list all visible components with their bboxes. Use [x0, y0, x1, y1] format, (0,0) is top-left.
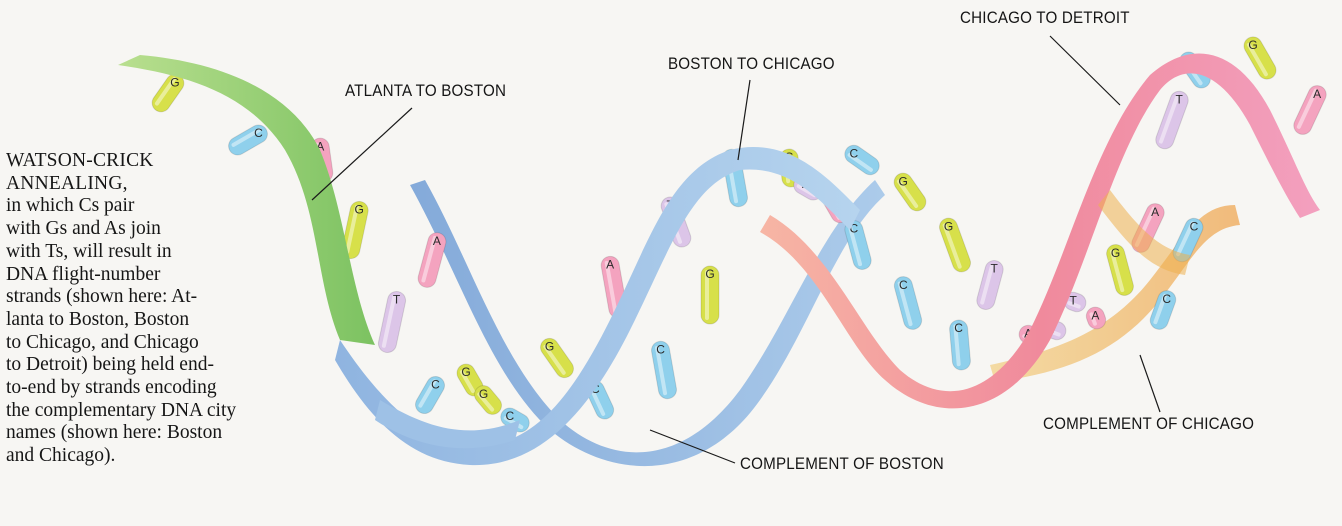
base-G-cylinder: G: [891, 170, 930, 215]
caption-line: strands (shown here: At-: [6, 286, 296, 309]
base-G-cylinder: G: [1241, 33, 1280, 82]
base-T-cylinder: T: [1153, 89, 1190, 152]
base-G-cylinder: G: [1105, 243, 1136, 298]
caption-line: to-end by strands encoding: [6, 377, 296, 400]
base-C-cylinder: C: [892, 275, 923, 332]
base-letter: C: [1162, 292, 1171, 306]
base-T-cylinder: T: [975, 259, 1005, 312]
caption-line: with Gs and As join: [6, 218, 296, 241]
complement-of-boston-strand: [410, 180, 885, 466]
base-letter: C: [254, 126, 263, 140]
base-letter: T: [990, 262, 998, 276]
label-boston-to-chicago: BOSTON TO CHICAGO: [668, 55, 835, 74]
caption-line: and Chicago).: [6, 445, 296, 468]
base-C-cylinder: C: [650, 340, 678, 400]
base-G-cylinder: G: [537, 335, 577, 381]
base-letter: C: [656, 342, 665, 356]
base-letter: G: [944, 219, 953, 233]
base-letter: A: [433, 234, 441, 248]
caption-line: in which Cs pair: [6, 195, 296, 218]
base-C-cylinder: C: [841, 142, 883, 179]
base-G-cylinder: G: [701, 266, 719, 324]
base-letter: G: [545, 340, 554, 354]
base-letter: G: [461, 365, 470, 379]
base-A-cylinder: A: [1291, 83, 1329, 138]
caption-line: to Chicago, and Chicago: [6, 332, 296, 355]
caption-heading-line-1: WATSON-CRICK: [6, 150, 296, 173]
base-letter: C: [1190, 219, 1199, 233]
base-letter: T: [1069, 293, 1077, 307]
caption-line: to Detroit) being held end-: [6, 354, 296, 377]
caption-heading-line-2: ANNEALING,: [6, 173, 296, 196]
label-atlanta-to-boston: ATLANTA TO BOSTON: [345, 82, 506, 101]
base-letter: T: [393, 293, 401, 307]
label-chicago-to-detroit: CHICAGO TO DETROIT: [960, 9, 1130, 28]
label-complement-of-boston: COMPLEMENT OF BOSTON: [740, 455, 944, 474]
boston-to-chicago-strand: [335, 147, 860, 465]
base-letter: G: [1248, 38, 1257, 52]
base-C-cylinder: C: [949, 319, 971, 370]
base-C-cylinder: C: [412, 373, 448, 417]
base-A-cylinder: A: [416, 231, 448, 290]
base-letter: A: [1151, 205, 1159, 219]
caption-line: names (shown here: Boston: [6, 422, 296, 445]
base-letter: A: [1091, 308, 1099, 322]
caption-line: the complementary DNA city: [6, 400, 296, 423]
base-letter: C: [954, 321, 963, 335]
caption-line: DNA flight-number: [6, 264, 296, 287]
base-G-cylinder: G: [937, 216, 973, 275]
base-letter: G: [354, 203, 363, 217]
base-letter: G: [1111, 246, 1120, 260]
base-letter: C: [431, 378, 440, 392]
base-letter: T: [1176, 92, 1184, 106]
base-letter: G: [479, 387, 488, 401]
base-letter: A: [1313, 87, 1321, 101]
base-letter: G: [898, 174, 907, 188]
caption-line: lanta to Boston, Boston: [6, 309, 296, 332]
label-complement-of-chicago: COMPLEMENT OF CHICAGO: [1043, 415, 1254, 434]
base-letter: C: [899, 278, 908, 292]
base-letter: G: [705, 267, 714, 281]
base-letter: C: [849, 146, 858, 160]
base-letter: G: [170, 75, 179, 89]
caption-line: with Ts, will result in: [6, 241, 296, 264]
caption: WATSON-CRICK ANNEALING, in which Cs pair…: [6, 150, 296, 468]
base-letter: C: [505, 409, 514, 423]
base-letter: A: [606, 258, 614, 272]
base-T-cylinder: T: [377, 290, 407, 354]
